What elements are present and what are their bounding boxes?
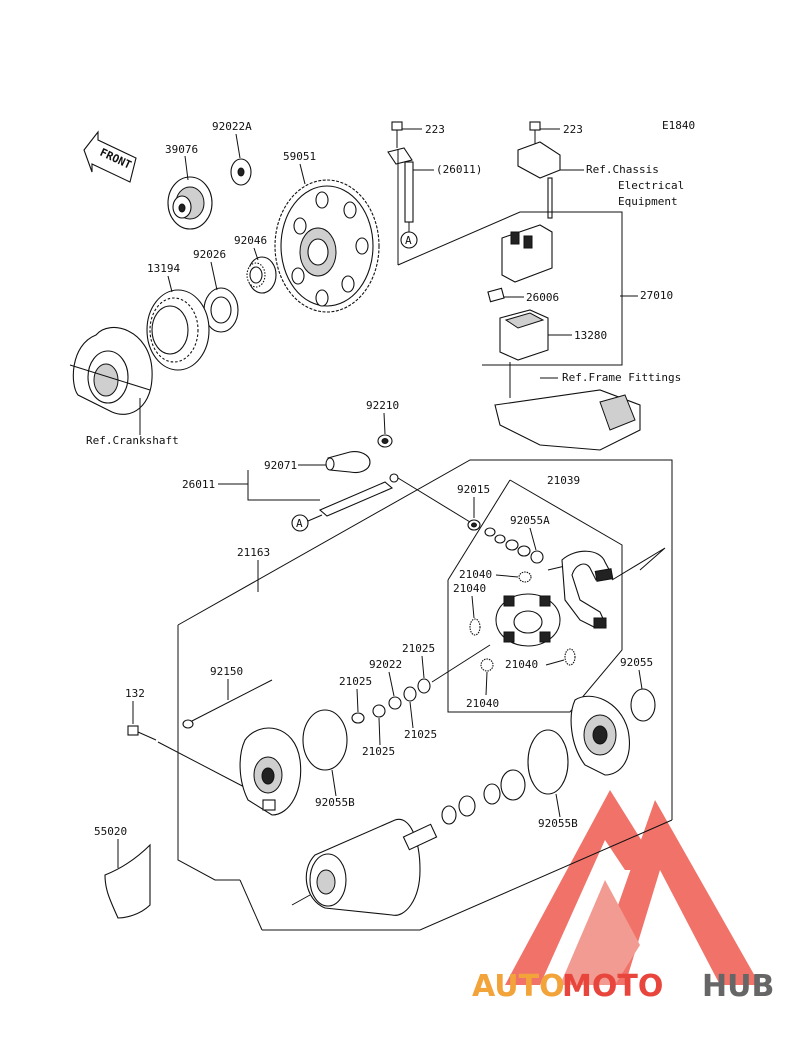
cap-92071 [325, 451, 371, 474]
bolt-223-left [391, 121, 403, 148]
label-21040-d: 21040 [466, 697, 499, 710]
brush-spring-21040-d [480, 658, 494, 672]
label-92015: 92015 [457, 483, 490, 496]
terminal-bolt-brush-plate [547, 550, 614, 629]
label-26006: 26006 [526, 291, 559, 304]
plate-washer [500, 769, 526, 801]
label-92055: 92055 [620, 656, 653, 669]
terminal-lead-26011 [387, 147, 414, 223]
label-92055B-right: 92055B [538, 817, 578, 830]
diagram-code: E1840 [662, 119, 695, 132]
starter-box-top [177, 459, 673, 785]
brush-box [447, 479, 623, 713]
label-92022: 92022 [369, 658, 402, 671]
washer-21025-a [351, 712, 365, 724]
label-21039: 21039 [547, 474, 580, 487]
label-21163: 21163 [237, 546, 270, 559]
watermark-moto: MOTO [562, 969, 663, 1004]
washer-92026 [203, 287, 239, 333]
label-132: 132 [125, 687, 145, 700]
label-92071: 92071 [264, 459, 297, 472]
label-55020: 55020 [94, 825, 127, 838]
label-21025-d: 21025 [362, 745, 395, 758]
label-21025-c: 21025 [404, 728, 437, 741]
starter-motor-yoke [305, 818, 438, 916]
label-92055B-left: 92055B [315, 796, 355, 809]
starter-clutch-housing [69, 326, 153, 415]
label-223-left: 223 [425, 123, 445, 136]
watermark-hub: HUB [702, 969, 774, 1004]
ref-chassis-1: Ref.Chassis [586, 163, 659, 176]
washer-21025-d [417, 678, 431, 694]
ref-frame-fittings: Ref.Frame Fittings [562, 371, 681, 384]
needle-bearing-92046 [246, 256, 277, 294]
ref-crankshaft: Ref.Crankshaft [86, 434, 179, 447]
label-39076: 39076 [165, 143, 198, 156]
label-92055A: 92055A [510, 514, 550, 527]
label-13194: 13194 [147, 262, 180, 275]
label-21040-b: 21040 [453, 582, 486, 595]
label-223-right: 223 [563, 123, 583, 136]
connector-a-top-label: A [405, 234, 412, 247]
o-ring-92055A [530, 550, 544, 564]
label-26011-paren: (26011) [436, 163, 482, 176]
battery-case-tray [494, 362, 641, 451]
lead-26011 [318, 473, 399, 517]
label-21040-a: 21040 [459, 568, 492, 581]
brush-holder-plate [495, 593, 561, 647]
watermark-auto: AUTO [472, 969, 565, 1004]
washer-stack [484, 527, 531, 557]
relay-cover-13280 [499, 309, 549, 361]
bolt-132 [127, 725, 157, 741]
label-92150: 92150 [210, 665, 243, 678]
brush-spring-21040-b [469, 618, 481, 636]
ref-chassis-2: Electrical [618, 179, 684, 192]
starter-idle-gear-39076 [167, 176, 213, 230]
label-27010: 27010 [640, 289, 673, 302]
fuse-26006 [487, 287, 505, 303]
front-direction-arrow: FRONT [83, 130, 137, 183]
cover-55020 [104, 843, 151, 919]
nut-92210 [377, 434, 393, 448]
label-92026: 92026 [193, 248, 226, 261]
relay-bracket [517, 141, 561, 219]
label-13280: 13280 [574, 329, 607, 342]
one-way-clutch-13194 [146, 289, 210, 371]
label-21025-b: 21025 [339, 675, 372, 688]
washer-21025-c [403, 686, 417, 702]
o-ring-92055B-left [302, 709, 348, 771]
label-21040-c: 21040 [505, 658, 538, 671]
starter-end-cover-left [239, 727, 302, 816]
connector-a-bottom [291, 514, 309, 532]
connector-a-bottom-label: A [296, 517, 303, 530]
o-ring-92055 [630, 688, 656, 722]
label-92046: 92046 [234, 234, 267, 247]
label-92210: 92210 [366, 399, 399, 412]
starter-relay-27010 [501, 224, 553, 283]
starter-end-cover-right [570, 695, 630, 776]
o-ring-92055B-right [527, 729, 569, 795]
washer-92022-small [372, 704, 386, 718]
brush-spring-21040-c [564, 648, 576, 666]
brush-spring-21040-a [518, 571, 532, 583]
automotohub-logo [505, 790, 760, 985]
starter-clutch-gear-59051 [274, 179, 380, 313]
label-59051: 59051 [283, 150, 316, 163]
ref-chassis-3: Equipment [618, 195, 678, 208]
label-21025-a: 21025 [402, 642, 435, 655]
label-92022A: 92022A [212, 120, 252, 133]
through-bolt-92150 [182, 679, 273, 729]
washer-21025-b [388, 696, 402, 710]
nut-92015 [467, 519, 481, 531]
label-26011: 26011 [182, 478, 215, 491]
